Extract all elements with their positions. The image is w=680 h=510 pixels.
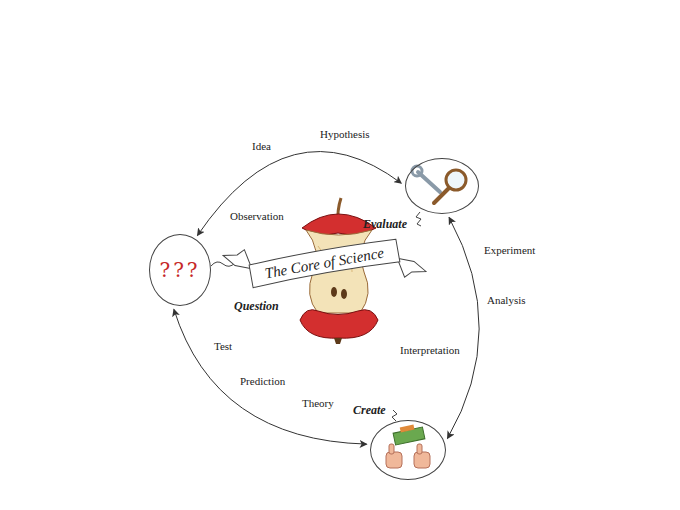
thumbs-up-icon-part [414,452,430,468]
cycle-step-label: Hypothesis [318,128,372,141]
stage-label: Evaluate [363,217,407,232]
cycle-step-label: Experiment [482,244,537,257]
create-bubble: Create [370,420,446,480]
evaluate-bubble: Evaluate [405,158,479,214]
stage-label: Question [234,299,279,314]
bubble-fill-part [149,234,211,306]
tools-icon-part [412,166,422,176]
tools-icon-part [434,188,449,203]
thumbs-up-icon-part [417,444,422,454]
thumbs-up-icon-part [389,444,394,454]
apple-core-part [341,289,347,299]
bubble-tail [211,212,421,421]
tools-icon [412,166,466,203]
question-bubble: ???Question [149,234,211,306]
cycle-step-label: Prediction [238,375,287,388]
apple-core-part [334,338,342,344]
cycle-step-label: Analysis [485,294,528,307]
thumbs-up-icon [386,425,430,468]
cycle-step-label: Idea [250,140,273,153]
thumbs-up-icon-part [386,452,402,468]
apple-core-part [331,287,337,297]
cycle-step-label: Observation [228,210,286,223]
banner-band [249,237,400,287]
cycle-step-label: Interpretation [398,344,462,357]
question-marks: ??? [159,258,200,282]
cycle-step-label: Theory [300,397,336,410]
banner-tail [223,219,427,307]
bubble-fill [149,158,479,480]
cycle-arrow [174,309,367,444]
cycle-arrow [448,218,480,439]
bubble-tail-part [416,212,421,226]
bubble-fill-part [405,158,479,214]
bubble-fill-part [370,420,446,480]
cycle-step-label: Test [212,340,234,353]
bubble-tail-part [392,410,397,421]
stage-label: Create [353,403,386,418]
apple-core-part [300,310,378,338]
thumbs-up-icon-part [400,425,415,433]
